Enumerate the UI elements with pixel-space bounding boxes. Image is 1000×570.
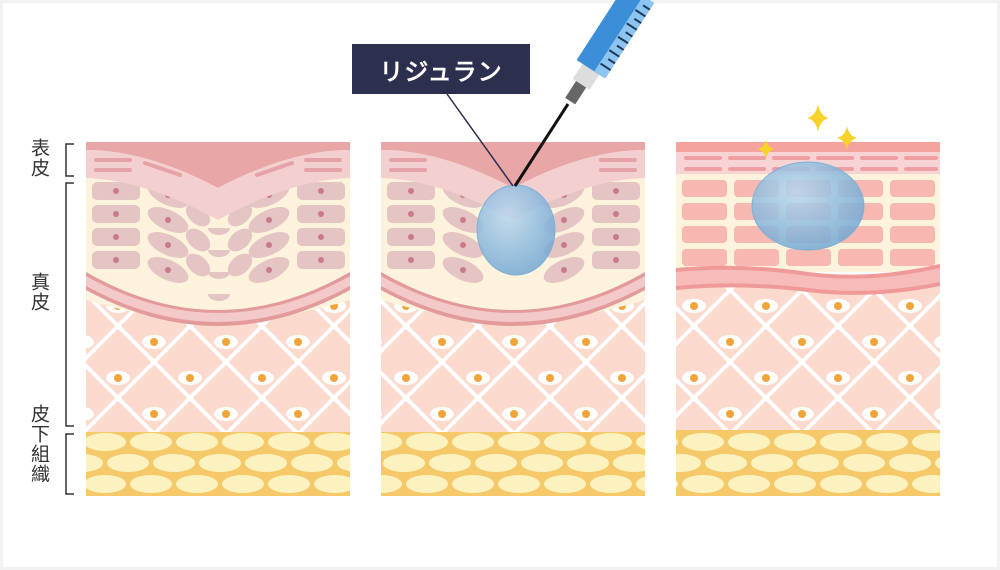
callout-rejuran: リジュラン bbox=[352, 44, 530, 94]
syringe-icon bbox=[513, 0, 655, 187]
absorbed-droplet bbox=[751, 161, 865, 251]
layer-brackets bbox=[65, 143, 74, 495]
callout-leader-line bbox=[446, 93, 514, 187]
sparkle-icons bbox=[758, 104, 857, 158]
label-epidermis: 表皮 bbox=[28, 138, 50, 178]
callout-label: リジュラン bbox=[379, 57, 503, 86]
panel-injection bbox=[381, 142, 645, 496]
label-dermis: 真皮 bbox=[28, 272, 50, 312]
label-subcutaneous: 皮下組織 bbox=[28, 404, 50, 484]
panel-after bbox=[676, 142, 940, 496]
panel-before bbox=[86, 142, 350, 496]
injected-droplet bbox=[476, 184, 556, 276]
